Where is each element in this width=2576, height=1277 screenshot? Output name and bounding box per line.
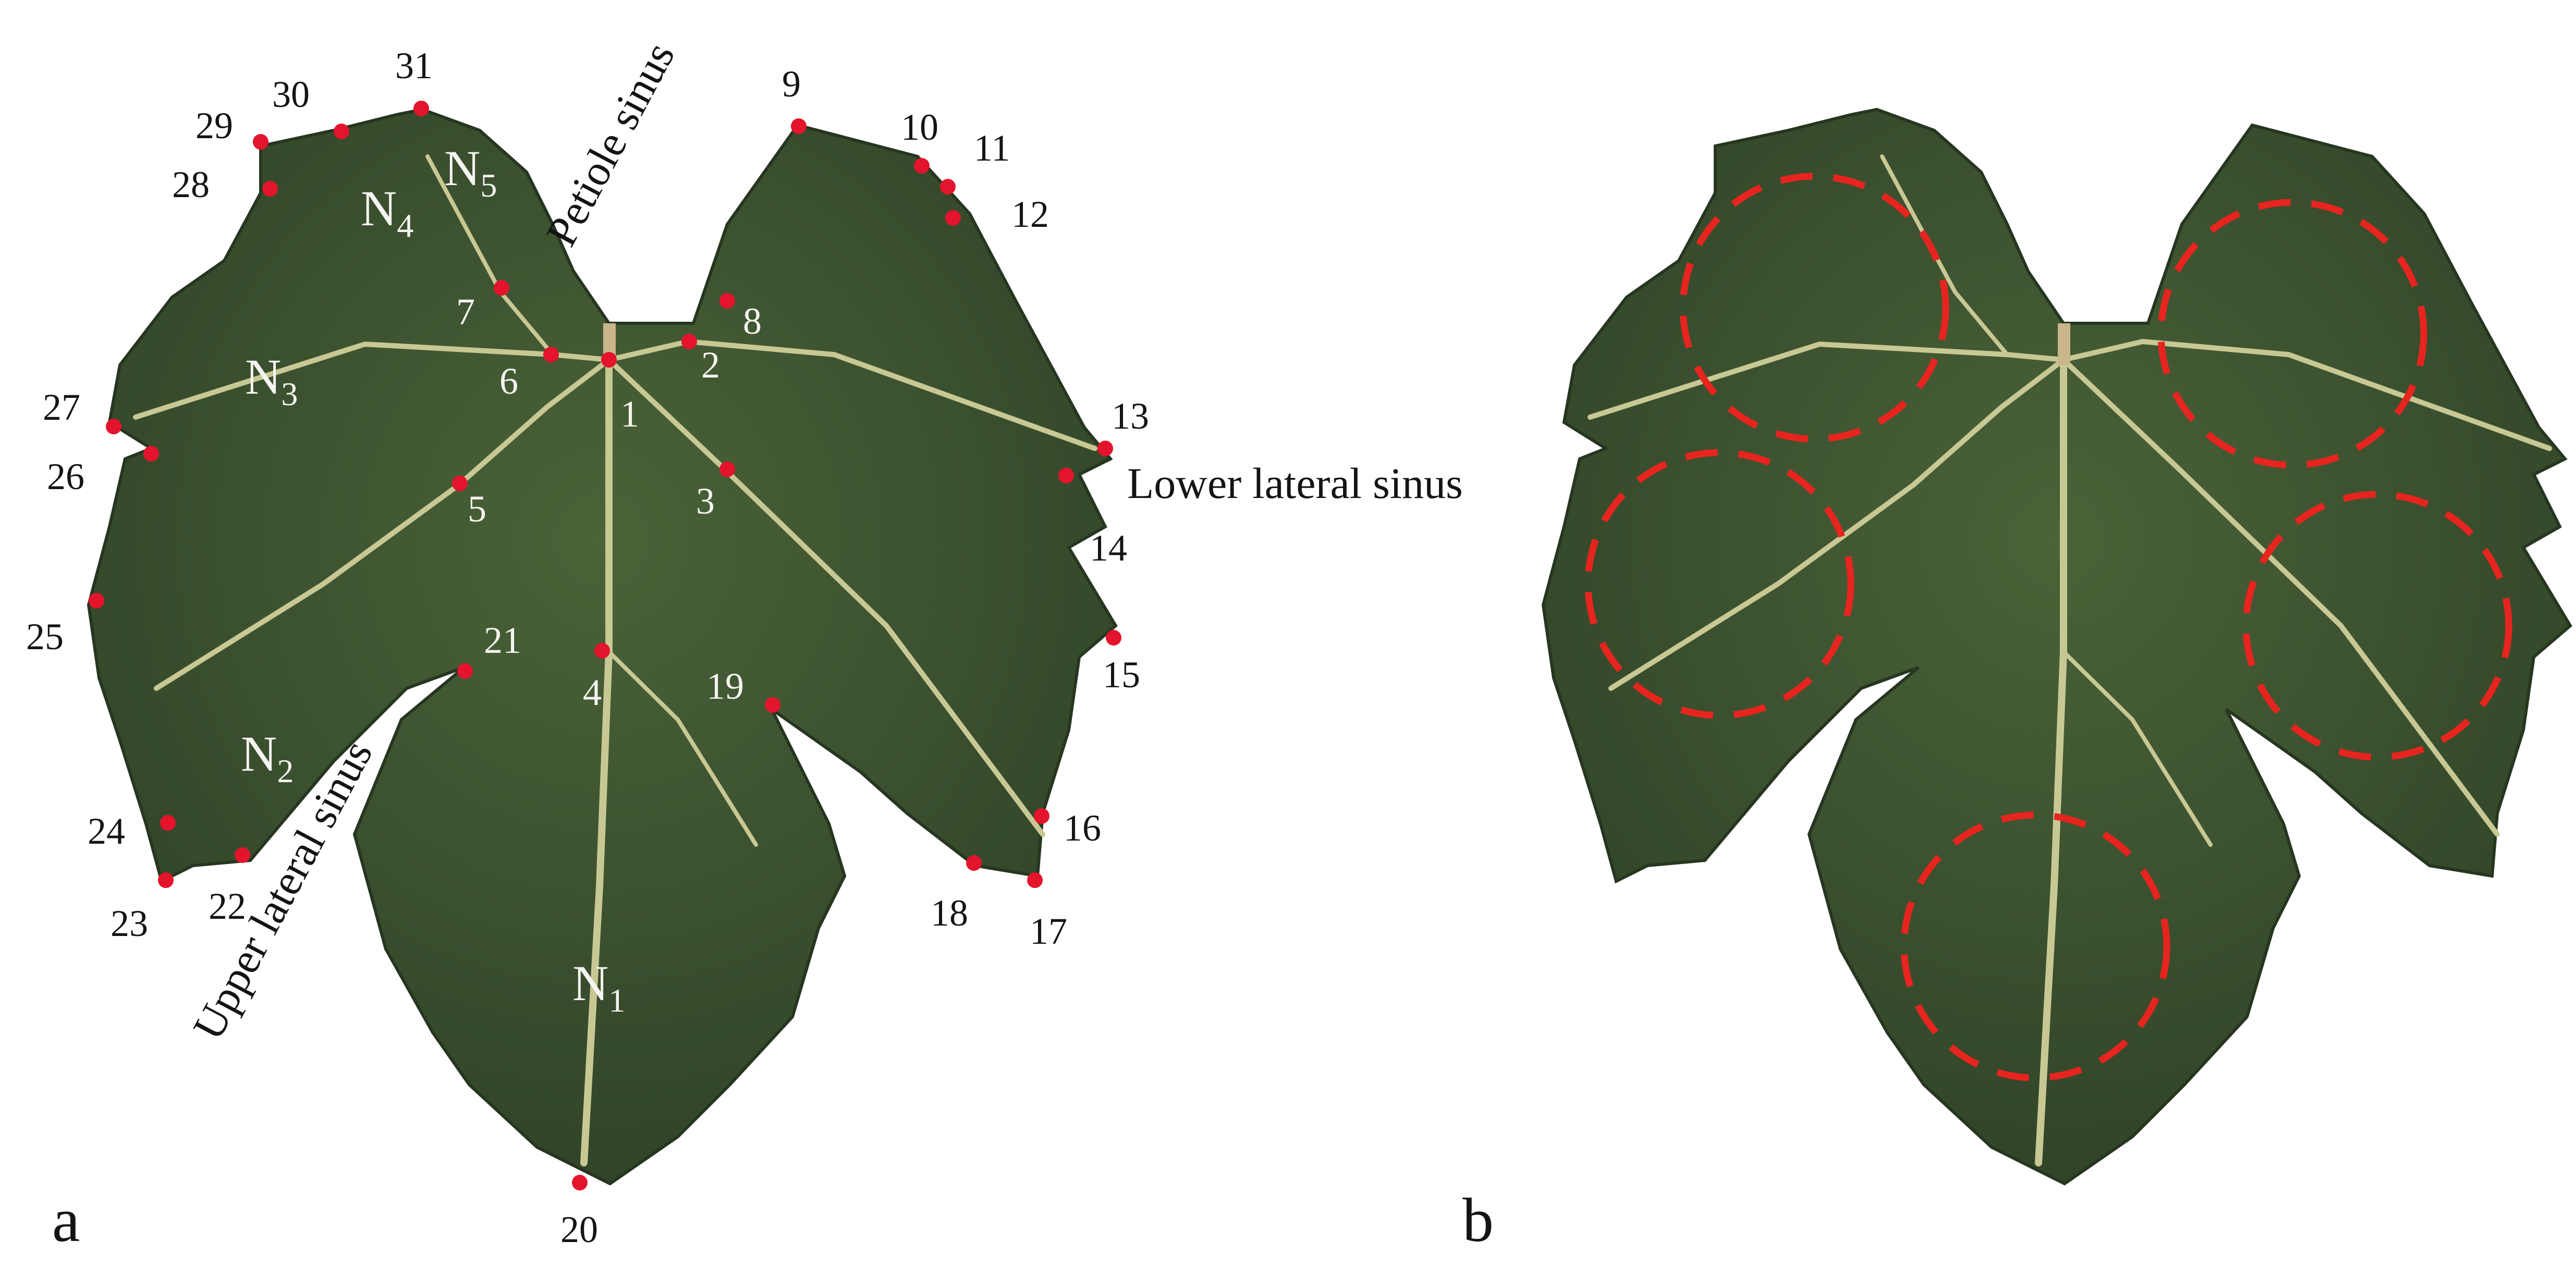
landmark-label-16: 16 (1064, 807, 1101, 849)
landmark-label-10: 10 (901, 106, 938, 148)
landmark-dot-31 (413, 101, 429, 116)
landmark-label-1: 1 (620, 393, 639, 435)
landmark-label-4: 4 (583, 672, 602, 713)
lobe-label-n4: N4 (361, 180, 413, 244)
landmark-dot-7 (494, 280, 509, 296)
right-lower-vein (606, 357, 1045, 837)
landmark-dot-22 (235, 847, 250, 863)
leaf-silhouette-b (1543, 110, 2570, 1184)
lobe-label-n3: N3 (245, 349, 298, 412)
sampling-circle-n3 (1584, 449, 1854, 719)
lobe-label-n5: N5 (444, 140, 497, 204)
landmark-dot-14 (1058, 468, 1074, 483)
petiole-sinus-label: Petiole sinus (537, 34, 685, 254)
landmark-dot-11 (940, 179, 956, 194)
landmark-dot-13 (1097, 441, 1113, 456)
landmark-label-19: 19 (706, 665, 744, 707)
landmark-label-17: 17 (1030, 910, 1067, 952)
landmark-dot-27 (106, 419, 121, 434)
landmark-label-15: 15 (1103, 654, 1140, 696)
landmark-label-12: 12 (1011, 193, 1049, 235)
central-side-vein (607, 650, 758, 847)
landmark-label-7: 7 (456, 291, 475, 333)
landmark-dot-4 (594, 643, 610, 659)
landmark-label-14: 14 (1090, 527, 1127, 569)
panel-b-label: b (1462, 1185, 1494, 1255)
sampling-circle-n4 (1679, 173, 1949, 443)
landmark-label-23: 23 (111, 903, 148, 944)
landmark-label-21: 21 (484, 619, 521, 661)
landmark-label-9: 9 (782, 63, 801, 105)
landmark-dot-28 (262, 181, 278, 197)
landmark-label-2: 2 (701, 344, 720, 386)
sampling-circle-n1 (1900, 811, 2170, 1081)
landmark-label-26: 26 (47, 456, 84, 497)
landmark-label-13: 13 (1112, 395, 1149, 437)
landmark-dot-25 (89, 593, 104, 609)
panel-b: b (1462, 110, 2570, 1255)
landmark-dot-16 (1034, 808, 1049, 824)
landmark-dot-1 (601, 352, 617, 368)
landmark-label-3: 3 (696, 480, 715, 522)
left-upper-vein (133, 341, 612, 420)
landmark-dot-21 (457, 663, 473, 679)
landmark-label-24: 24 (88, 810, 125, 852)
landmark-dot-29 (253, 134, 268, 150)
sampling-circle-n5 (2157, 199, 2427, 469)
lower-lateral-sinus-label: Lower lateral sinus (1127, 459, 1463, 508)
landmark-dot-8 (719, 293, 735, 309)
landmark-dot-24 (160, 815, 176, 831)
landmark-dot-12 (945, 210, 961, 226)
landmark-dot-18 (966, 855, 982, 871)
lobe-label-n2: N2 (241, 726, 294, 789)
sampling-circle-n2 (2242, 491, 2512, 761)
petiole-stub-b (2058, 323, 2070, 365)
panel-a-label: a (52, 1185, 80, 1255)
landmark-dot-5 (452, 476, 468, 491)
vein-network (133, 154, 1097, 1166)
landmark-dot-30 (334, 124, 349, 139)
landmark-dot-23 (158, 872, 174, 888)
landmark-dot-17 (1027, 872, 1043, 888)
landmark-label-29: 29 (196, 105, 233, 147)
landmark-dot-20 (572, 1175, 588, 1190)
sampling-circles (1584, 173, 2512, 1081)
landmark-dot-3 (719, 461, 735, 477)
landmark-dot-9 (791, 118, 807, 134)
right-upper-vein (606, 338, 1097, 451)
landmark-label-11: 11 (974, 127, 1010, 169)
lobe-label-n1: N1 (572, 955, 625, 1019)
landmark-dots (89, 101, 1121, 1190)
midrib-vein (580, 356, 613, 1166)
landmark-label-28: 28 (172, 164, 210, 205)
landmark-label-6: 6 (499, 360, 518, 402)
landmark-label-18: 18 (931, 892, 968, 934)
landmark-dot-15 (1106, 630, 1121, 646)
lobe-labels: N1 N2 N3 N4 N5 (241, 140, 625, 1019)
landmark-label-20: 20 (560, 1209, 598, 1250)
landmark-label-8: 8 (743, 300, 762, 342)
landmark-label-31: 31 (395, 45, 433, 87)
landmark-dot-26 (143, 446, 159, 461)
panel-a: 1 2 3 4 5 6 7 8 9 10 11 12 13 14 15 16 1… (26, 34, 1463, 1255)
landmark-label-27: 27 (43, 386, 80, 428)
landmark-label-25: 25 (26, 616, 64, 658)
landmark-dot-6 (543, 347, 559, 362)
landmark-dot-19 (765, 697, 780, 713)
landmark-dot-2 (681, 334, 697, 349)
landmark-labels: 1 2 3 4 5 6 7 8 9 10 11 12 13 14 15 16 1… (26, 45, 1149, 1250)
landmark-label-5: 5 (468, 488, 486, 530)
landmark-dot-10 (914, 158, 930, 174)
landmark-label-22: 22 (209, 885, 246, 927)
landmark-label-30: 30 (272, 74, 310, 115)
